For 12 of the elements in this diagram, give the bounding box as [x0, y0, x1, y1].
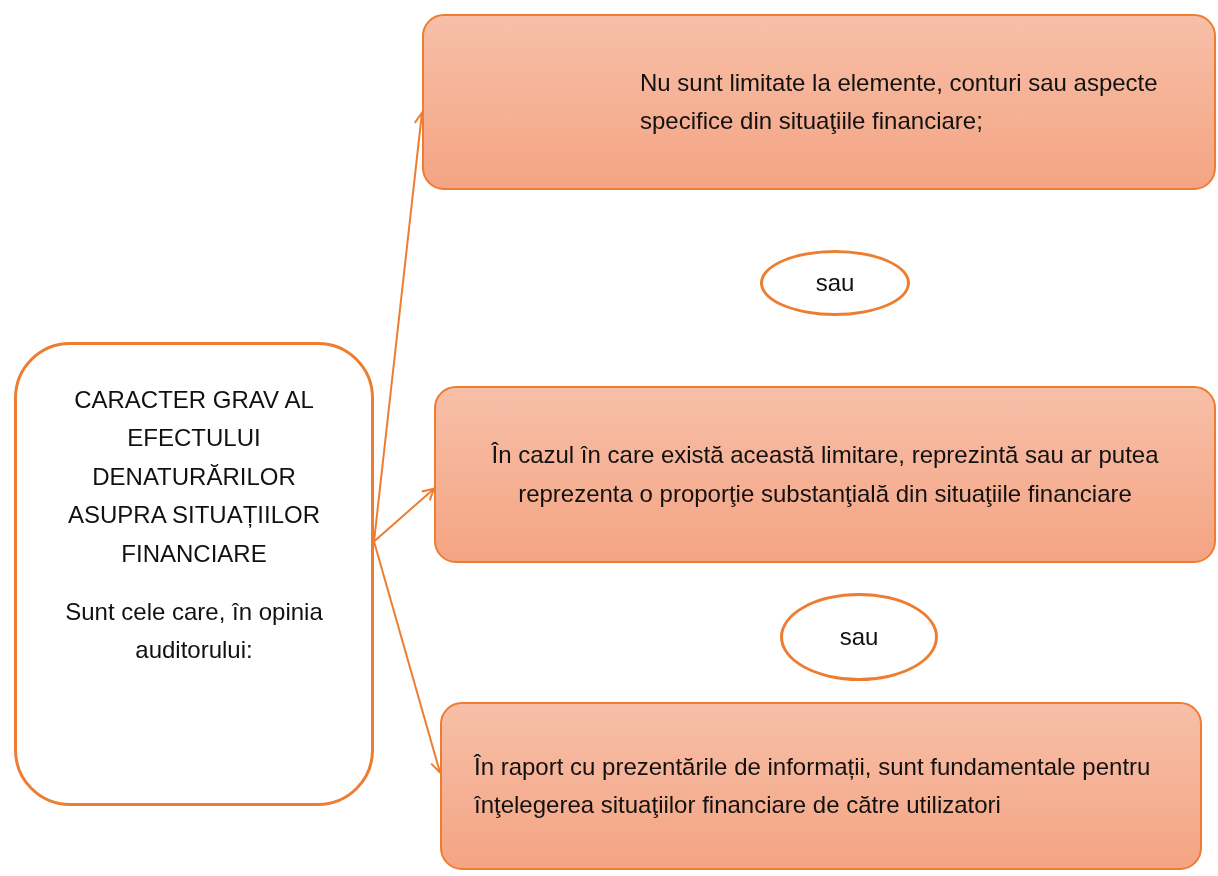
rounded-box	[440, 702, 1202, 870]
node-text: Nu sunt limitate la elemente, conturi sau aspecte specifice din situaţiile financiare;	[640, 67, 1159, 136]
rounded-box	[14, 342, 374, 806]
rounded-box	[422, 14, 1216, 190]
node-text: În cazul în care există această limitare, reprezintă sau ar putea reprezenta o proporţie substanţială din situaţiile financiare	[490, 440, 1160, 509]
node-text: În raport cu prezentările de informații, sunt fundamentale pentru înţelegerea situaţiilor financiare de către utilizatori	[474, 751, 1152, 820]
node-text: sau	[838, 621, 880, 652]
rounded-box	[434, 386, 1216, 563]
node-text: Sunt cele care, în opinia auditorului:	[64, 596, 324, 666]
arrow	[373, 487, 435, 543]
node-text: sau	[814, 267, 856, 298]
node-text: CARACTER GRAV AL EFECTULUI DENATURĂRILOR ASUPRA SITUAȚIILOR FINANCIARE	[66, 385, 322, 569]
